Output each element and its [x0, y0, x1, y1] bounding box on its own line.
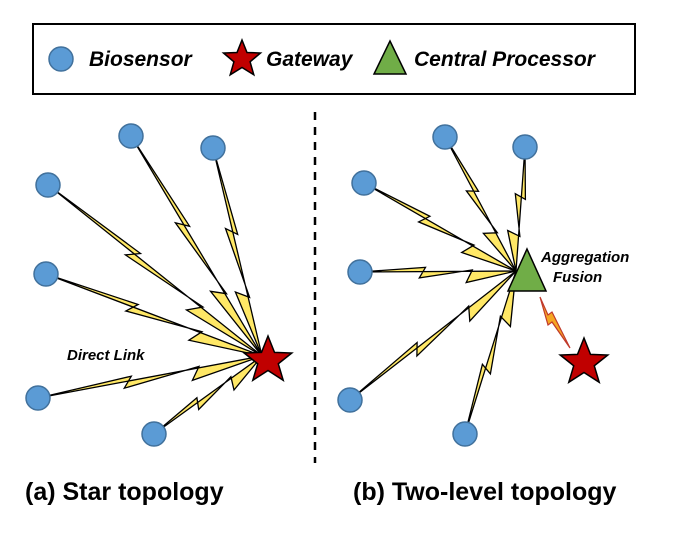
star-links [37, 135, 263, 435]
fusion-label: Fusion [553, 269, 602, 286]
two-level-topology-panel: Aggregation Fusion (b) Two-level topolog… [337, 124, 629, 506]
two-level-biosensor-node [512, 134, 538, 160]
star-biosensor-node [118, 123, 144, 149]
star-biosensor-node [35, 172, 61, 198]
legend-biosensor-label: Biosensor [89, 48, 194, 71]
legend: Biosensor Gateway Central Processor [32, 23, 636, 95]
two-level-link-bolt [506, 146, 527, 272]
star-biosensor-node [25, 385, 51, 411]
central-processor-legend-icon [372, 39, 408, 75]
two-level-biosensor-node [351, 170, 377, 196]
star-biosensor-node [200, 135, 226, 161]
two-level-biosensor-node [347, 259, 373, 285]
direct-link-label: Direct Link [67, 347, 145, 364]
central-processor-triangle [506, 247, 548, 292]
star-topology-panel: Direct Link (a) Star topology [25, 123, 294, 506]
gateway-legend-icon [221, 37, 263, 77]
two-level-biosensor-node [432, 124, 458, 150]
two-level-link-bolt [359, 266, 517, 284]
caption-two-level-topology: (b) Two-level topology [353, 478, 616, 506]
caption-star-topology: (a) Star topology [25, 478, 224, 506]
legend-box [32, 23, 636, 95]
gateway-uplink-bolt [539, 296, 571, 349]
star-biosensors [25, 123, 226, 447]
gateway-star-two-level [558, 335, 610, 385]
star-biosensor-node [33, 261, 59, 287]
gateway-star [242, 333, 294, 383]
two-level-biosensor-node [337, 387, 363, 413]
biosensor-legend-icon [48, 46, 74, 72]
aggregation-label: Aggregation [540, 249, 629, 266]
legend-gateway-label: Gateway [266, 48, 354, 71]
two-level-biosensors [337, 124, 538, 447]
legend-central-processor-label: Central Processor [414, 48, 597, 71]
star-biosensor-node [141, 421, 167, 447]
two-level-link-bolt [464, 270, 517, 435]
star-link-bolt [130, 135, 263, 357]
two-level-links [349, 136, 527, 435]
two-level-link-bolt [349, 270, 517, 401]
two-level-biosensor-node [452, 421, 478, 447]
